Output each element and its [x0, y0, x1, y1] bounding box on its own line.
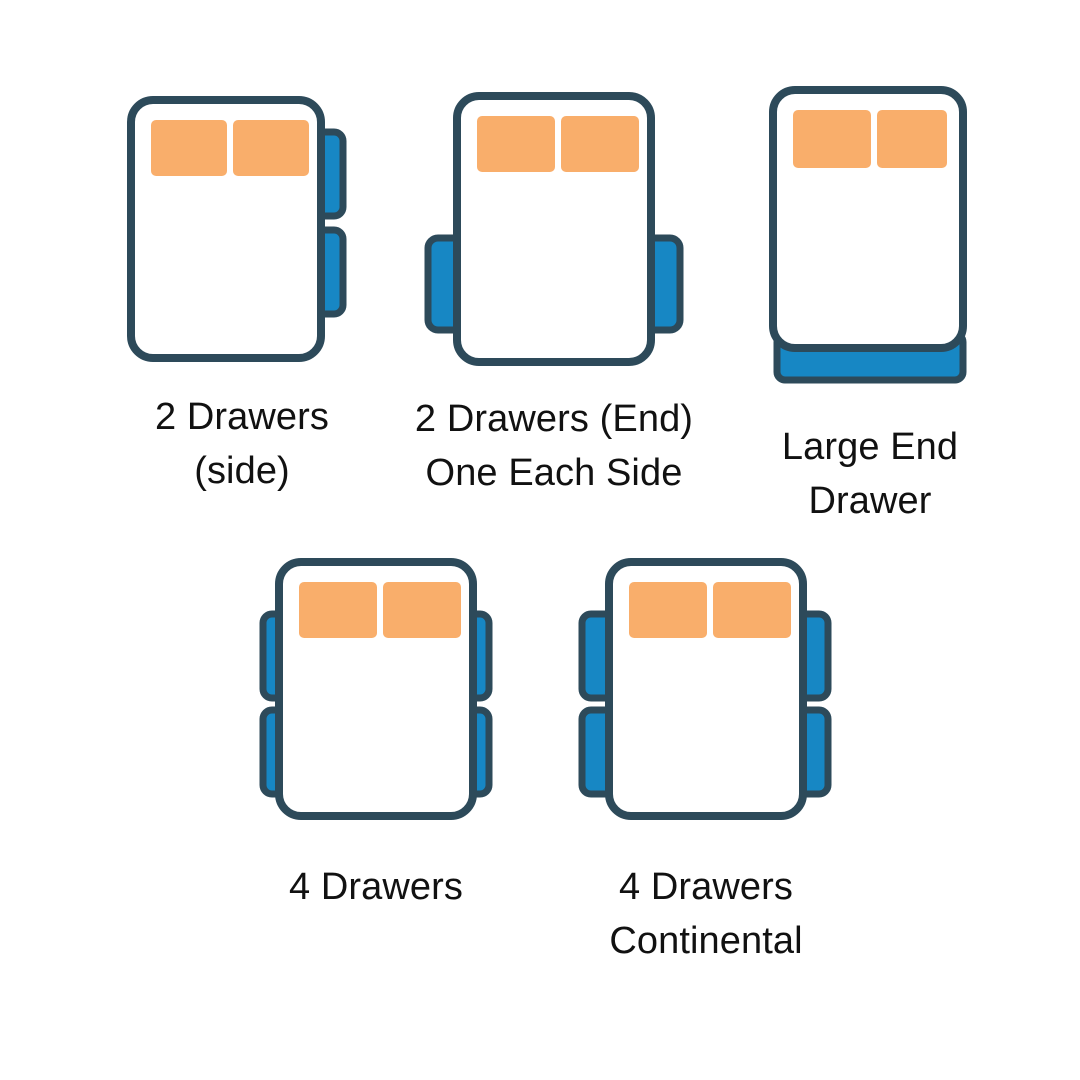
bed-diagram-svg	[127, 96, 347, 362]
bed-option-large-end-drawer[interactable]: Large End Drawer	[730, 76, 1010, 529]
bed-option-label: Large End Drawer	[781, 426, 959, 522]
bed-option-two-drawers-side[interactable]: 2 Drawers (side)	[92, 86, 392, 499]
bed-diagram-svg	[424, 92, 684, 366]
bed-illustration	[117, 86, 367, 371]
bed-diagram-svg	[578, 558, 832, 820]
bed-option-label: 4 Drawers	[288, 866, 464, 908]
bed-option-two-drawers-end-one-each-side[interactable]: 2 Drawers (End) One Each Side	[398, 86, 710, 501]
bed-option-label: 2 Drawers (side)	[154, 396, 330, 492]
bed-option-four-drawers[interactable]: 4 Drawers	[232, 552, 520, 915]
bed-diagram-svg	[259, 558, 493, 820]
bed-illustration	[245, 552, 507, 833]
pillow-left	[629, 582, 707, 638]
pillow-left	[477, 116, 555, 172]
bed-option-label: 2 Drawers (End) One Each Side	[414, 398, 694, 494]
bed-option-four-drawers-continental[interactable]: 4 Drawers Continental	[562, 552, 850, 969]
bed-option-label: 4 Drawers Continental	[609, 866, 803, 962]
pillow-left	[151, 120, 227, 176]
pillow-right	[233, 120, 309, 176]
bed-illustration	[414, 86, 694, 375]
pillow-left	[299, 582, 377, 638]
pillow-right	[561, 116, 639, 172]
bed-illustration	[572, 552, 840, 833]
pillow-left	[793, 110, 871, 168]
pillow-right	[877, 110, 947, 168]
bed-diagram-svg	[769, 86, 967, 384]
pillow-right	[713, 582, 791, 638]
bed-illustration	[755, 76, 985, 397]
pillow-right	[383, 582, 461, 638]
